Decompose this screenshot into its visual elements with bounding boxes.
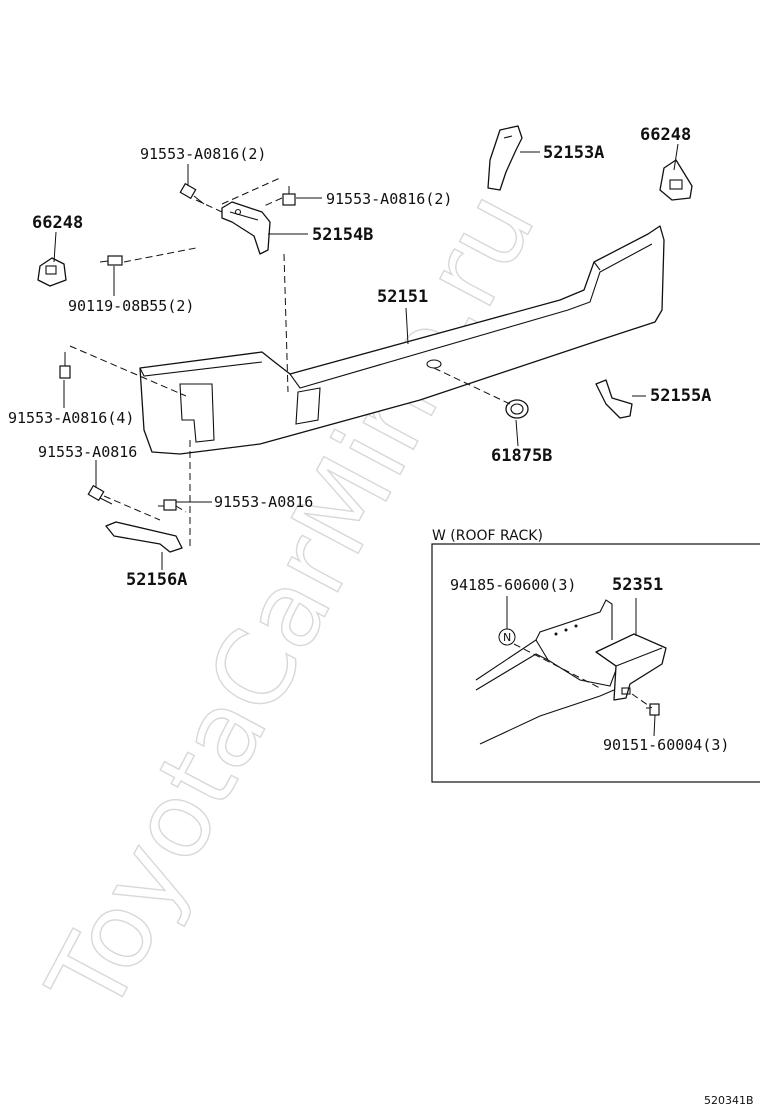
label-bolt-low-right: 91553-A0816 <box>214 493 313 511</box>
label-bracket-right-low: 52155A <box>650 386 711 406</box>
label-bolt-top-right: 91553-A0816(2) <box>326 190 452 208</box>
spoiler-end-cap-52153a <box>487 125 523 191</box>
grommet-61875b <box>505 399 529 419</box>
label-bolt-top-left: 91553-A0816(2) <box>140 145 266 163</box>
inset-frame <box>431 543 760 783</box>
label-bracket-low: 52156A <box>126 570 187 590</box>
nut-symbol-letter: N <box>503 631 511 644</box>
label-grommet: 61875B <box>491 446 552 466</box>
label-bracket-right-top: 66248 <box>640 125 691 145</box>
inset-roof-rack: W (ROOF RACK) N 94185-60600(3) 52351 901… <box>431 528 760 783</box>
label-inset-nut: 94185-60600(3) <box>450 576 576 594</box>
inset-title: W (ROOF RACK) <box>432 528 543 544</box>
label-bolt-left-4: 91553-A0816(4) <box>8 409 134 427</box>
bolt-top-right <box>282 186 296 206</box>
bracket-52155a <box>595 379 633 419</box>
label-bolt-low-left: 91553-A0816 <box>38 443 137 461</box>
bolt-low-right <box>158 499 177 511</box>
bracket-66248-right <box>659 159 693 201</box>
clip-90119-08b55 <box>99 255 123 266</box>
label-inset-screw: 90151-60004(3) <box>603 736 729 754</box>
rear-spoiler-52151 <box>139 225 665 455</box>
label-spoiler-main: 52151 <box>377 287 428 307</box>
bolt-top-left <box>179 182 205 205</box>
label-bracket-left-top: 66248 <box>32 213 83 233</box>
bolt-low-left <box>87 484 113 505</box>
part-labels: 91553-A0816(2) 91553-A0816(2) 52153A 662… <box>8 125 711 590</box>
bracket-52156a <box>105 521 183 553</box>
bolt-left-vertical <box>59 352 71 379</box>
bracket-52154b <box>221 201 271 255</box>
assembly-lines <box>69 177 511 546</box>
label-bracket-center: 52154B <box>312 225 373 245</box>
leader-lines <box>53 143 679 570</box>
label-clip-left: 90119-08B55(2) <box>68 297 194 315</box>
bracket-66248-left <box>37 257 67 287</box>
diagram-code: 520341B <box>704 1094 754 1107</box>
label-spoiler-end-right: 52153A <box>543 143 604 163</box>
label-inset-bracket: 52351 <box>612 575 663 595</box>
